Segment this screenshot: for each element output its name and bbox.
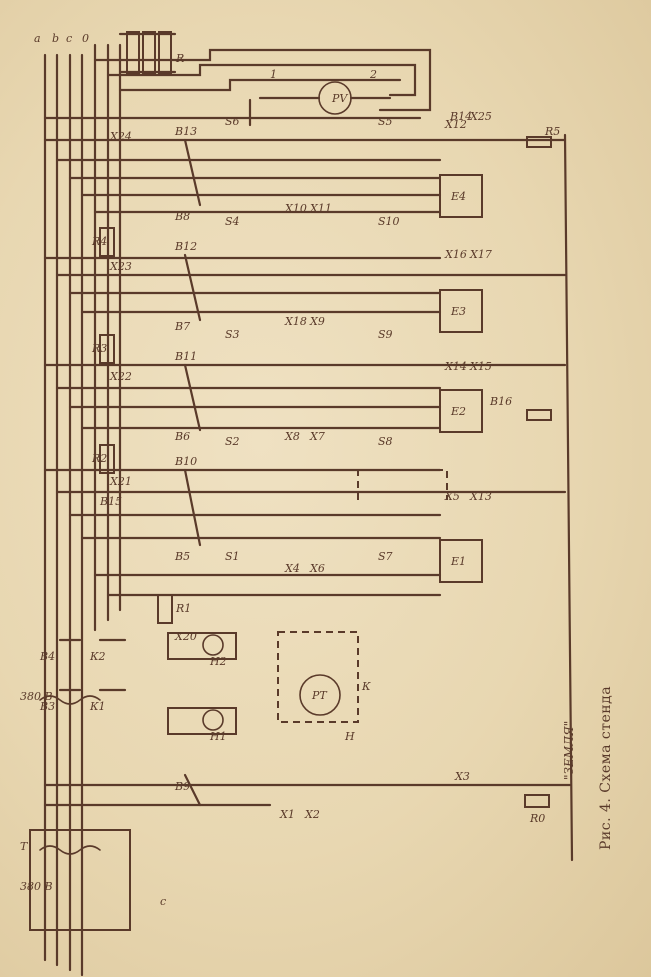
label-r1: R1 bbox=[175, 602, 191, 615]
signal-lamps bbox=[167, 632, 237, 735]
label-x22: Х22 bbox=[109, 370, 132, 383]
label-s5: S5 bbox=[378, 115, 393, 128]
ground-bus bbox=[563, 133, 574, 862]
label-b15: В15 bbox=[99, 495, 122, 508]
label-phase-c: c bbox=[66, 32, 72, 45]
label-x12: Х12 bbox=[444, 118, 467, 131]
label-b13: В13 bbox=[174, 125, 197, 138]
label-x18: Х18 bbox=[284, 315, 307, 328]
label-h1: H1 bbox=[209, 730, 227, 743]
label-s8: S8 bbox=[378, 435, 393, 448]
label-b14: В14 bbox=[449, 110, 472, 123]
label-terminal-2: 2 bbox=[369, 68, 377, 81]
label-t: Т bbox=[20, 840, 29, 853]
label-c: с bbox=[160, 895, 166, 908]
label-s7: S7 bbox=[378, 550, 393, 563]
label-x16: Х16 bbox=[444, 248, 467, 261]
label-x17: Х17 bbox=[469, 248, 492, 261]
label-x13: Х13 bbox=[469, 490, 492, 503]
label-x2: Х2 bbox=[304, 808, 320, 821]
label-x1: Х1 bbox=[279, 808, 295, 821]
phase-busbars bbox=[43, 43, 122, 977]
transformer-coils bbox=[29, 695, 131, 931]
branch-resistors bbox=[99, 136, 552, 808]
label-x4: Х4 bbox=[284, 562, 300, 575]
label-x5: Х5 bbox=[444, 490, 460, 503]
label-k1: К1 bbox=[89, 700, 106, 713]
switch-contacts bbox=[58, 138, 202, 807]
resistor-r-block bbox=[118, 31, 177, 75]
label-e4: E4 bbox=[450, 190, 466, 203]
label-r5: R5 bbox=[544, 125, 560, 138]
label-x6: Х6 bbox=[309, 562, 325, 575]
label-r2: R2 bbox=[91, 452, 107, 465]
label-s10: S10 bbox=[378, 215, 400, 228]
label-r4: R4 bbox=[91, 235, 107, 248]
label-e1: E1 bbox=[450, 555, 466, 568]
label-b9: В9 bbox=[174, 780, 190, 793]
label-e3: E3 bbox=[450, 305, 466, 318]
label-x23: Х23 bbox=[109, 260, 132, 273]
label-r0: R0 bbox=[529, 812, 545, 825]
label-phase-b: b bbox=[52, 32, 59, 45]
label-x24: Х24 bbox=[109, 130, 132, 143]
branch-lines bbox=[43, 138, 572, 807]
label-x3: Х3 bbox=[454, 770, 470, 783]
label-b11: В11 bbox=[174, 350, 197, 363]
label-b6: В6 bbox=[174, 430, 190, 443]
label-b8: В8 bbox=[174, 210, 190, 223]
label-b7: В7 bbox=[174, 320, 190, 333]
label-pt: PT bbox=[311, 689, 328, 702]
label-r3: R3 bbox=[91, 342, 107, 355]
label-pt-h: Н bbox=[344, 730, 355, 743]
current-transformer bbox=[277, 469, 448, 723]
label-x20: Х20 bbox=[174, 630, 197, 643]
label-e2: E2 bbox=[450, 405, 466, 418]
ground-label-wrap: "ЗЕМЛЯ" bbox=[562, 660, 582, 780]
label-r: R bbox=[175, 52, 184, 65]
label-x21: Х21 bbox=[109, 475, 132, 488]
voltmeter-section bbox=[43, 48, 432, 127]
label-b4: В4 bbox=[39, 650, 55, 663]
label-x7: Х7 bbox=[309, 430, 325, 443]
label-s6: S6 bbox=[225, 115, 240, 128]
label-x9: Х9 bbox=[309, 315, 325, 328]
label-b5: В5 bbox=[174, 550, 190, 563]
label-380-bot: 380 В bbox=[20, 880, 53, 893]
label-pv: PV bbox=[331, 92, 348, 105]
label-x15: Х15 bbox=[469, 360, 492, 373]
label-380-top: 380 В bbox=[20, 690, 53, 703]
label-s9: S9 bbox=[378, 328, 393, 341]
label-s4: S4 bbox=[225, 215, 240, 228]
label-x25: Х25 bbox=[469, 110, 492, 123]
label-phase-0: 0 bbox=[82, 32, 89, 45]
heater-boxes bbox=[439, 174, 483, 583]
ground-label: "ЗЕМЛЯ" bbox=[562, 720, 576, 780]
label-phase-a: a bbox=[34, 32, 41, 45]
label-s3: S3 bbox=[225, 328, 240, 341]
label-x14: Х14 bbox=[444, 360, 467, 373]
label-h2: H2 bbox=[209, 655, 227, 668]
labels: a b c 0 R PV E4 E3 E2 E1 PT R4 R3 R2 R1 … bbox=[20, 32, 560, 908]
label-x10: Х10 bbox=[284, 202, 307, 215]
label-b3: В3 bbox=[39, 700, 55, 713]
label-s2: S2 bbox=[225, 435, 240, 448]
caption-text: Рис. 4. Схема стенда bbox=[598, 685, 614, 850]
label-b12: В12 bbox=[174, 240, 197, 253]
label-s1: S1 bbox=[225, 550, 240, 563]
figure-caption: Рис. 4. Схема стенда bbox=[598, 620, 628, 850]
label-b16: В16 bbox=[489, 395, 512, 408]
label-x8: Х8 bbox=[284, 430, 300, 443]
label-pt-k: К bbox=[361, 680, 371, 693]
label-x11: Х11 bbox=[309, 202, 332, 215]
label-b10: В10 bbox=[174, 455, 197, 468]
label-k2: К2 bbox=[89, 650, 106, 663]
label-terminal-1: 1 bbox=[270, 68, 277, 81]
